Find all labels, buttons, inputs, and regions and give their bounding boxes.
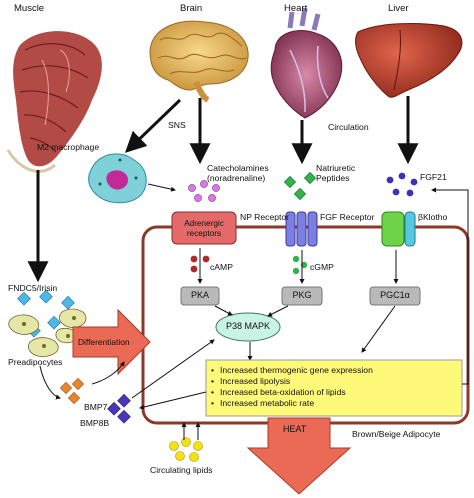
bmp8b-label: BMP8B (80, 418, 110, 428)
camp-label: cAMP (210, 262, 233, 272)
preadipocytes-label: Preadipocytes (8, 357, 63, 367)
circulating-lipids-label: Circulating lipids (150, 465, 213, 475)
bmp8b-diamonds (107, 393, 131, 424)
cgmp-label: cGMP (310, 262, 334, 272)
sns-label: SNS (168, 120, 186, 130)
brown-beige-adipocyte-label: Brown/Beige Adipocyte (352, 429, 441, 439)
fgf-receptor (381, 211, 405, 247)
macrophage-to-catecholamines-arrow (147, 183, 176, 192)
natriuretic-peptides-label: Natriuretic Peptides (316, 163, 356, 183)
heat-label: HEAT (283, 424, 307, 434)
cgmp-dots (292, 255, 308, 275)
brain-label: Brain (180, 3, 203, 14)
adrenergic-receptor (171, 211, 237, 245)
pka-label: PKA (190, 290, 209, 300)
pkg-to-p38-arrow (267, 305, 289, 317)
circulation-label: Circulation (328, 122, 369, 132)
fndc5-irisin-label: FNDC5/Irisin (8, 283, 58, 293)
liver-label: Liver (388, 3, 409, 14)
outcome-box (205, 359, 463, 417)
organ-arrows (27, 96, 419, 283)
muscle-label: Muscle (14, 3, 45, 14)
p38-mapk-label: P38 MAPK (225, 321, 271, 331)
pka-to-p38-arrow (214, 305, 233, 316)
lipid-dots (169, 437, 203, 462)
preadipocyte-nuclei (22, 316, 76, 348)
fgf21-dots (386, 172, 418, 197)
feedback-arrow (431, 187, 469, 385)
pgc1a-to-outcomes-arrow (361, 305, 396, 353)
bmp7-to-differentiation-arrow (91, 361, 125, 385)
outcomes-to-bmp8b-arrow (139, 391, 207, 410)
outcome-item: •Increased thermogenic gene expression (211, 365, 373, 375)
bmp7-diamonds (59, 377, 85, 405)
differentiation-arrow (72, 308, 151, 376)
heart-label: Heart (284, 3, 308, 14)
adrenergic-receptors-label: Adrenergic receptors (184, 219, 224, 238)
m2-macrophage-cell (88, 153, 147, 204)
catecholamine-dots (188, 180, 220, 202)
heat-arrow (246, 417, 352, 495)
p38-mapk-ellipse (215, 312, 281, 342)
pkg-label: PKG (292, 290, 312, 300)
bmp7-label: BMP7 (84, 402, 108, 412)
pkg-box (281, 286, 323, 306)
bklotho-label: βKlotho (418, 212, 448, 222)
np-receptor-label: NP Receptor (240, 212, 290, 222)
heart-illustration (270, 7, 343, 119)
outcome-item: •Increased metabolic rate (211, 398, 315, 408)
differentiation-label: Differentiation (78, 337, 130, 347)
m2-macrophage-label: M2 macrophage (37, 142, 100, 152)
catecholamines-label: Catecholamines (noradrenaline) (207, 163, 269, 183)
np-receptor (285, 211, 318, 247)
bklotho-coreceptor (404, 211, 416, 247)
bmp8b-to-p38-arrow (131, 339, 215, 399)
pgc1a-box (369, 286, 421, 306)
pka-box (180, 286, 220, 306)
fgf-receptor-label: FGF Receptor (320, 212, 375, 222)
natriuretic-peptide-diamonds (283, 171, 317, 201)
irisin-diamonds (17, 289, 75, 338)
outcome-item: •Increased beta-oxidation of lipids (211, 387, 346, 397)
liver-illustration (355, 23, 463, 98)
pgc1a-label: PGC1α (380, 290, 410, 300)
outcome-item: •Increased lipolysis (211, 376, 291, 386)
fgf21-label: FGF21 (420, 172, 447, 182)
preadipocyte-to-bmp7-arrow (39, 365, 61, 400)
camp-dots (190, 255, 210, 273)
brain-illustration (149, 20, 249, 103)
muscle-illustration (6, 31, 102, 173)
outcome-list: •Increased thermogenic gene expression •… (211, 365, 461, 409)
